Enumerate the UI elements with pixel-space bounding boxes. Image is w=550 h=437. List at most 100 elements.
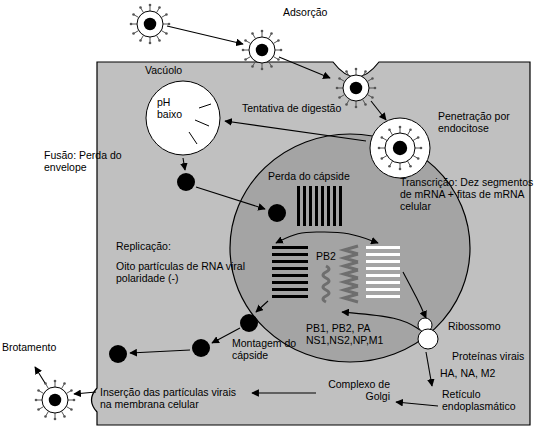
spike-tip xyxy=(364,103,367,106)
spike-tip xyxy=(355,106,358,109)
process-arrow xyxy=(371,101,386,120)
spike-tip xyxy=(270,65,273,68)
mrna-strand xyxy=(366,274,400,277)
process-arrow xyxy=(167,26,243,44)
pb2-strand xyxy=(323,266,329,302)
spike-tip xyxy=(336,87,339,90)
mrna-strand xyxy=(366,288,400,291)
process-arrows xyxy=(35,26,438,406)
mrna-strand xyxy=(366,246,400,249)
virus-particles xyxy=(35,4,430,421)
step-label: Replicação: xyxy=(116,240,196,252)
mrna-strand xyxy=(366,253,400,256)
ribosome: Ribossomo xyxy=(412,316,442,350)
step-label: HA, NA, M2 xyxy=(440,367,520,379)
vrna-segment xyxy=(309,186,312,226)
spike-tip xyxy=(73,399,76,402)
cell-membrane xyxy=(92,62,531,425)
process-arrow xyxy=(183,158,185,170)
spike-tip xyxy=(44,415,47,418)
step-label: Adsorção xyxy=(283,6,353,18)
process-arrow xyxy=(320,232,378,243)
mrna-strand xyxy=(366,260,400,263)
step-label: Tentativa de digestão xyxy=(242,102,362,114)
capsid xyxy=(49,394,61,406)
spike-tip xyxy=(338,77,341,80)
polymerase-chevron xyxy=(344,262,358,270)
spike-tip xyxy=(130,23,133,26)
process-arrow xyxy=(35,367,45,383)
step-label: Penetração por endocitose xyxy=(438,110,526,134)
spike-tip xyxy=(345,103,348,106)
capsid-dot xyxy=(240,314,258,332)
spike-tip xyxy=(251,65,254,68)
vrna-segment xyxy=(333,186,336,226)
spike-tip xyxy=(139,6,142,9)
vrna-copy xyxy=(272,288,308,291)
vrna-copy xyxy=(272,274,308,277)
step-label: Retículo endoplasmático xyxy=(442,388,532,412)
vrna-copy xyxy=(272,260,308,263)
capsid xyxy=(350,82,362,94)
spike-tip xyxy=(371,77,374,80)
step-label: Fusão: Perda do envelope xyxy=(44,149,132,173)
vrna-segment xyxy=(327,186,330,226)
capsid-dot xyxy=(192,339,210,357)
spike-tip xyxy=(244,58,247,61)
vacuole: VacúolopH baixo xyxy=(145,80,221,156)
rna-segments xyxy=(272,186,400,302)
vrna-segment xyxy=(315,186,318,226)
step-label: Inserção das partículas virais na membra… xyxy=(100,386,250,410)
vrna-copy xyxy=(272,246,308,249)
spike-tip xyxy=(417,136,420,139)
process-arrow xyxy=(426,352,432,386)
spike-tip xyxy=(399,126,402,129)
spike-tip xyxy=(63,382,66,385)
step-label: PB1, PB2, PA NS1,NS2,NP,M1 xyxy=(306,322,396,346)
spike-tip xyxy=(37,408,40,411)
spike-tip xyxy=(139,39,142,42)
capsid xyxy=(393,141,407,155)
step-label: Brotamento xyxy=(2,341,72,353)
capsid xyxy=(256,44,268,56)
process-arrow xyxy=(225,121,366,141)
vrna-segment xyxy=(303,186,306,226)
envelope xyxy=(249,37,275,63)
spike-tip xyxy=(381,136,384,139)
spike-tip xyxy=(388,129,391,132)
spike-tip xyxy=(165,32,168,35)
spike-tip xyxy=(374,87,377,90)
polymerase-chevron xyxy=(344,294,358,302)
mrna-strand xyxy=(366,267,400,270)
vrna-copy xyxy=(272,281,308,284)
spike-tip xyxy=(70,408,73,411)
virus-particle xyxy=(336,68,377,109)
node-text: pH baixo xyxy=(157,96,187,120)
ribosome-shape xyxy=(412,316,442,350)
polymerase-chevron xyxy=(344,246,358,254)
vrna-copy xyxy=(272,295,308,298)
spike-tip xyxy=(399,168,402,171)
process-arrow xyxy=(276,232,320,243)
spike-tip xyxy=(251,32,254,35)
vrna-segment xyxy=(339,186,342,226)
large-subunit xyxy=(418,329,438,349)
virus-particle xyxy=(378,126,423,171)
spike-tip xyxy=(242,49,245,52)
process-arrow xyxy=(130,350,190,353)
step-label: Complexo de Golgi xyxy=(318,378,390,402)
process-arrow xyxy=(279,57,330,78)
vrna-copy xyxy=(272,253,308,256)
spike-tip xyxy=(270,32,273,35)
step-label: Perda do cápside xyxy=(268,170,368,182)
step-label: Montagem do cápside xyxy=(232,337,304,361)
polymerase-chevron xyxy=(344,270,358,278)
envelope xyxy=(385,133,415,163)
mrna-strand xyxy=(366,295,400,298)
mrna-strand xyxy=(366,281,400,284)
step-label: Transcrição: Dez segmentos de mRNA + fit… xyxy=(400,176,545,212)
spike-tip xyxy=(378,147,381,150)
acid-tick xyxy=(199,104,211,108)
cell-nucleus xyxy=(230,134,470,362)
